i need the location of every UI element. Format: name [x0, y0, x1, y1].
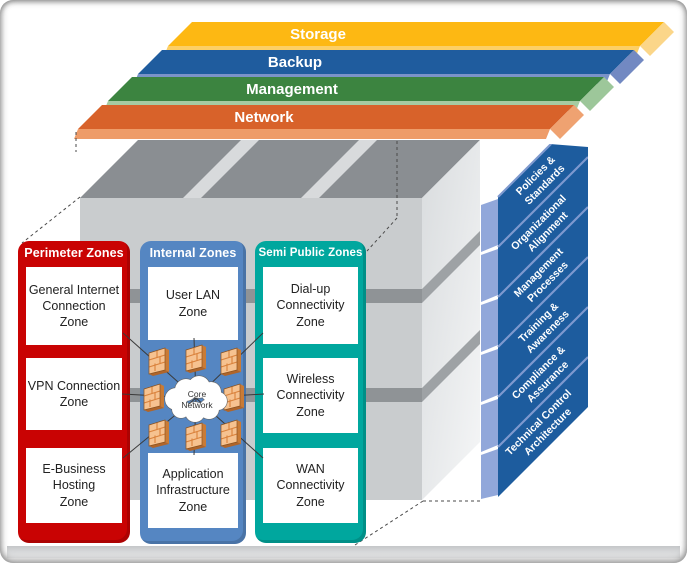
cube-front-face: [80, 198, 422, 500]
layer-bars: Storage Backup Management Network: [74, 22, 674, 139]
bar-bevel: [610, 50, 644, 84]
layer-label-management: Management: [246, 81, 338, 98]
bar-front: [74, 129, 550, 139]
zone-box-app-infrastructure: Application Infrastructure Zone: [148, 453, 238, 528]
bar-bevel: [580, 77, 614, 111]
zone-box-wireless: Wireless Connectivity Zone: [263, 358, 358, 433]
hidden-edge-dashes: [21, 132, 481, 546]
layer-bar-network: Network: [74, 105, 584, 139]
bar-face: [138, 50, 634, 74]
governance-edge-strips: [481, 199, 498, 499]
governance-band-separators: [497, 143, 588, 448]
layer-label-storage: Storage: [290, 26, 346, 43]
bar-face: [108, 77, 604, 101]
bar-face: [168, 22, 664, 46]
cube-side-face: [422, 140, 480, 500]
zone-panel-internal: Internal Zones User LAN Zone Application…: [140, 241, 246, 544]
cube-top-column-gap: [301, 140, 377, 198]
cube-front-row-gap: [80, 388, 422, 402]
layer-label-backup: Backup: [268, 54, 322, 71]
governance-panel: Policies & Standards Organizational Alig…: [481, 143, 588, 499]
layer-label-network: Network: [234, 109, 294, 126]
cube-top-column-gap: [183, 140, 259, 198]
zone-box-wan: WAN Connectivity Zone: [263, 448, 358, 523]
zone-panel-title: Internal Zones: [149, 246, 237, 260]
zone-panel-title: Semi Public Zones: [258, 247, 363, 259]
cube-top-face: [80, 140, 480, 198]
bar-bevel: [640, 22, 674, 56]
cube-side-row-gap: [422, 231, 480, 303]
zone-box-vpn: VPN Connection Zone: [26, 358, 122, 430]
zone-panel-title: Perimeter Zones: [24, 246, 124, 260]
zone-box-dialup: Dial-up Connectivity Zone: [263, 267, 358, 344]
zone-box-user-lan: User LAN Zone: [148, 267, 238, 340]
frame-bottom-shadow: [7, 546, 680, 558]
cube-side-row-gap: [422, 330, 480, 402]
governance-band-faces: [498, 143, 588, 497]
zone-panel-perimeter: Perimeter Zones General Internet Connect…: [18, 241, 130, 543]
zone-box-general-internet: General Internet Connection Zone: [26, 267, 122, 345]
zone-box-ebusiness: E-Business Hosting Zone: [26, 448, 122, 523]
bar-face: [78, 105, 574, 129]
zone-panel-semi-public: Semi Public Zones Dial-up Connectivity Z…: [255, 241, 366, 543]
bar-bevel: [550, 105, 584, 139]
cube-front-row-gap: [80, 289, 422, 303]
